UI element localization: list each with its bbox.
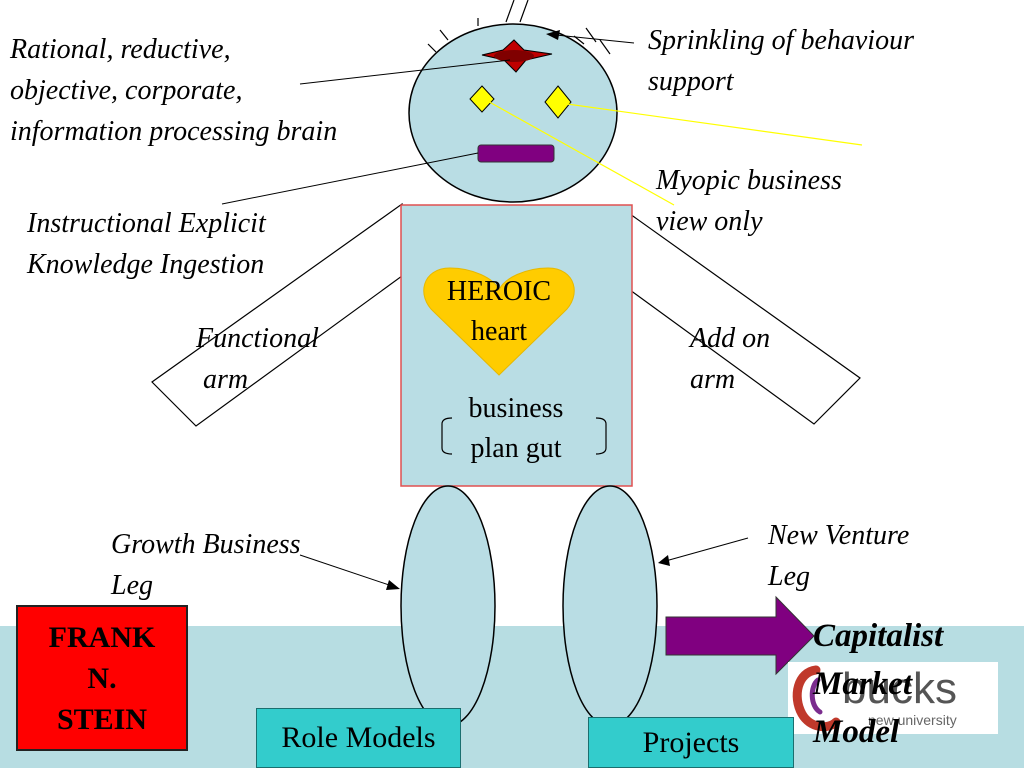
behaviour-label: Sprinkling of behaviour support [648,25,914,97]
frank-n-stein-box: FRANK N. STEIN [16,605,188,751]
head [408,23,618,203]
brain-label: Rational, reductive, objective, corporat… [10,34,338,147]
venture-leg-arrowhead [658,555,670,566]
addon-arm-label: Add on arm [690,323,771,395]
logo-main-text: bucks [842,664,957,713]
right-eye [544,85,572,119]
role-models-box: Role Models [256,708,461,768]
market-label: Capitalist Market Model [813,618,944,750]
new-venture-leg [562,485,658,727]
logo-emblem-icon [792,665,841,732]
gut-bracket-right [595,417,607,455]
gut-bracket-left [441,417,453,455]
behaviour-arrowhead [546,30,560,40]
mouth [477,144,555,163]
logo-sub-text: new university [868,712,957,728]
myopic-label: Myopic business view only [656,165,842,237]
knowledge-label: Instructional Explicit Knowledge Ingesti… [27,208,266,280]
brain-center [494,50,534,62]
growth-business-leg [400,485,496,727]
venture-leg-label: New Venture Leg [768,520,910,592]
heroic-heart [423,267,575,376]
gut-label: business plan gut [468,393,564,464]
left-eye [469,85,495,113]
market-arrow [665,595,815,676]
functional-arm-label: Functional arm [196,323,319,395]
frank-n-stein-text: FRANK N. STEIN [48,620,156,736]
growth-leg-label: Growth Business Leg [111,529,301,601]
projects-text: Projects [642,725,740,759]
bucks-logo: bucks new university [788,662,998,734]
pointer-lines [221,34,863,589]
projects-box: Projects [588,717,794,768]
growth-leg-arrowhead [386,580,400,590]
role-models-text: Role Models [281,721,436,754]
heart-label: HEROIC heart [446,276,552,347]
